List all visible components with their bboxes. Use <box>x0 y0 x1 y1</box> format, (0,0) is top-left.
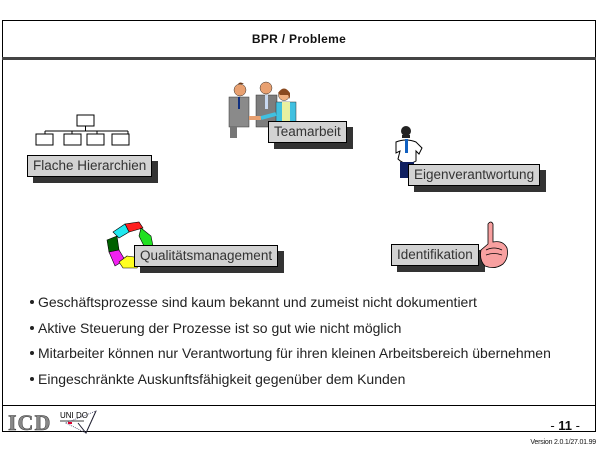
pointing-hand-icon <box>480 221 508 268</box>
bullet-item: Eingeschränkte Auskunftsfähigkeit gegenü… <box>30 369 551 395</box>
cycle-arrows-icon <box>106 221 154 269</box>
bullet-item: Geschäftsprozesse sind kaum bekannt und … <box>30 292 551 318</box>
slide-frame: BPR / Probleme <box>2 20 596 432</box>
title-divider <box>2 57 596 60</box>
bullet-text: Mitarbeiter können nur Verantwortung für… <box>38 345 551 361</box>
bullet-dot <box>30 351 34 356</box>
page-number-value: 11 <box>558 418 573 433</box>
team-handshake-icon <box>228 81 297 138</box>
bullet-item: Mitarbeiter können nur Verantwortung für… <box>30 343 551 369</box>
page-number: - 11 - <box>550 418 580 433</box>
version-text: Version 2.0.1/27.01.99 <box>530 439 596 446</box>
page-prefix: - <box>550 418 555 433</box>
bullet-text: Geschäftsprozesse sind kaum bekannt und … <box>38 294 477 310</box>
bullet-list: Geschäftsprozesse sind kaum bekannt und … <box>30 292 551 394</box>
bullet-text: Aktive Steuerung der Prozesse ist so gut… <box>38 319 402 336</box>
title-bar: BPR / Probleme <box>3 21 595 57</box>
bullet-item: Aktive Steuerung der Prozesse ist so gut… <box>30 318 551 344</box>
icd-logo: ICD <box>8 410 52 436</box>
org-chart-icon <box>35 114 130 146</box>
bullet-dot <box>30 300 34 305</box>
bullet-text: Eingeschränkte Auskunftsfähigkeit gegenü… <box>38 370 406 387</box>
label-eigenverantwortung: Eigenverantwortung <box>408 164 541 186</box>
footer-divider <box>3 405 595 406</box>
unido-logo-graphic <box>60 410 97 434</box>
slide-title: BPR / Probleme <box>251 32 347 46</box>
label-qualitaetsmanagement: Qualitätsmanagement <box>134 245 279 267</box>
label-identifikation: Identifikation <box>391 244 479 266</box>
label-teamarbeit: Teamarbeit <box>268 121 347 143</box>
bullet-dot <box>30 376 34 381</box>
label-flache-hierarchien: Flache Hierarchien <box>27 155 153 177</box>
bullet-dot <box>30 325 34 330</box>
page-suffix: - <box>575 418 580 433</box>
unido-logo-text: UNI DO <box>60 411 88 420</box>
unido-logo: UNI DO <box>60 409 100 440</box>
